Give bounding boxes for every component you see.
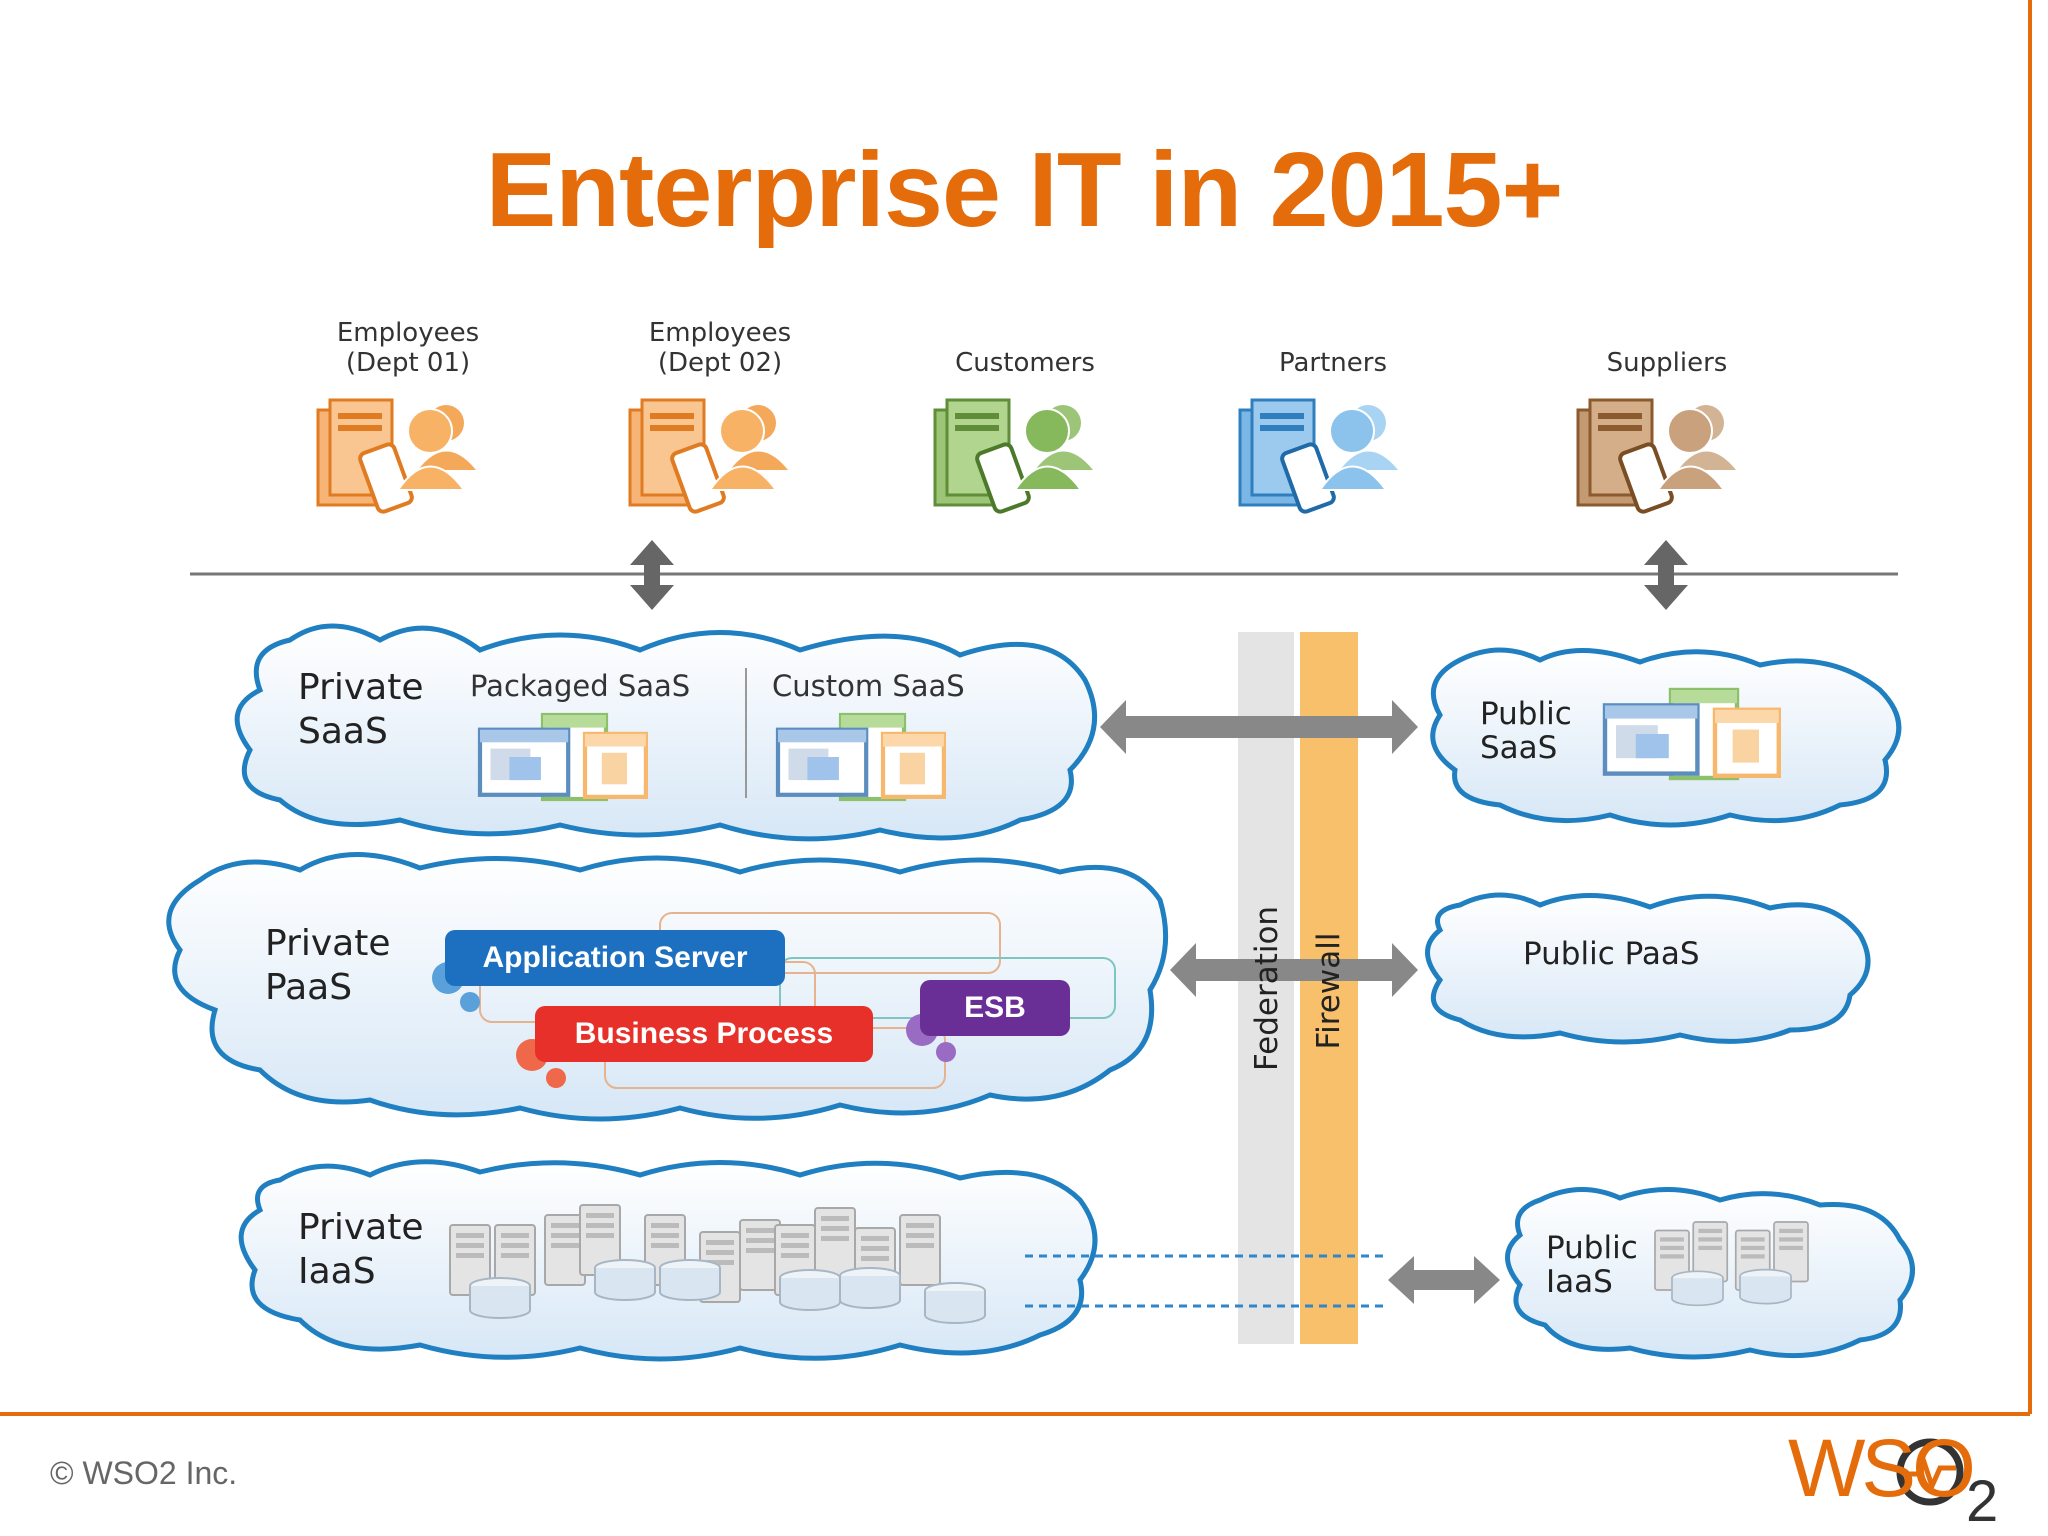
actor-label-line1: Employees [648, 318, 792, 348]
federation-label: Federation [1249, 905, 1285, 1071]
actor-label-line2: (Dept 01) [345, 348, 471, 378]
public-paas-label: Public PaaS [1523, 936, 1700, 972]
application-server-box: Application Server [445, 930, 785, 986]
actor-label-line1: Customers [955, 348, 1095, 378]
actor-icon-employees-dept02 [628, 398, 788, 514]
private-iaas-label-line2: IaaS [298, 1251, 376, 1292]
vertical-arrow-right [1644, 540, 1688, 610]
wso2-logo-subscript: 2 [1966, 1469, 1999, 1534]
private-saas-label: Private SaaS [298, 666, 424, 754]
actor-label-line1: Suppliers [1606, 348, 1728, 378]
actor-icon-suppliers [1576, 398, 1736, 514]
public-iaas-label-line2: IaaS [1546, 1264, 1613, 1300]
actor-label-line1: Employees [336, 318, 480, 348]
actor-label-customers: Customers [895, 348, 1155, 378]
private-paas-cloud [166, 852, 1169, 1122]
wso2-logo-icon [1896, 1438, 1964, 1506]
private-paas-label-line1: Private [265, 923, 391, 964]
firewall-band [1300, 632, 1358, 1344]
public-saas-label-line1: Public [1480, 696, 1572, 732]
custom-saas-label: Custom SaaS [772, 669, 965, 703]
firewall-label: Firewall [1311, 932, 1347, 1050]
actor-label-employees-dept01: Employees (Dept 01) [278, 318, 538, 378]
esb-box: ESB [920, 980, 1070, 1036]
arrow-paas [1170, 943, 1418, 997]
packaged-saas-label: Packaged SaaS [470, 669, 691, 703]
actor-icon-customers [933, 398, 1093, 514]
arrow-iaas [1388, 1256, 1500, 1304]
private-saas-label-line2: SaaS [298, 711, 388, 752]
actor-label-employees-dept02: Employees (Dept 02) [590, 318, 850, 378]
actor-icon-partners [1238, 398, 1398, 514]
actor-label-suppliers: Suppliers [1537, 348, 1797, 378]
copyright-text: © WSO2 Inc. [50, 1455, 238, 1491]
private-paas-label: Private PaaS [265, 922, 391, 1010]
wso2-logo-text: WSO [1788, 1423, 1976, 1514]
public-saas-label-line2: SaaS [1480, 730, 1558, 766]
actor-label-partners: Partners [1203, 348, 1463, 378]
arrow-saas [1100, 700, 1418, 754]
vertical-arrow-left [630, 540, 674, 610]
private-iaas-label-line1: Private [298, 1207, 424, 1248]
federation-band [1238, 632, 1294, 1344]
slide-title: Enterprise IT in 2015+ [485, 131, 1564, 249]
public-paas-cloud [1425, 892, 1871, 1045]
public-iaas-label-line1: Public [1546, 1230, 1638, 1266]
public-saas-label: Public SaaS [1480, 697, 1572, 765]
business-process-box: Business Process [535, 1006, 873, 1062]
actor-label-line1: Partners [1278, 348, 1388, 378]
public-iaas-label: Public IaaS [1546, 1231, 1638, 1299]
private-saas-label-line1: Private [298, 667, 424, 708]
private-paas-label-line2: PaaS [265, 967, 353, 1008]
private-iaas-label: Private IaaS [298, 1206, 424, 1294]
actor-icon-employees-dept01 [316, 398, 476, 514]
actor-label-line2: (Dept 02) [657, 348, 783, 378]
